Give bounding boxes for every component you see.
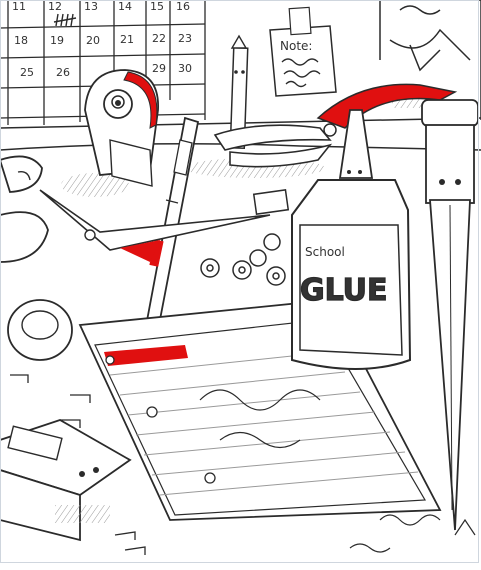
eraser-icon: [7, 299, 73, 361]
calendar-date: 20: [86, 34, 100, 47]
tally-marks: [53, 13, 77, 27]
glue-brand: School: [305, 245, 345, 259]
pushpin-icon: [266, 266, 286, 286]
desk-top: [0, 143, 481, 197]
calendar-date: 16: [176, 0, 190, 13]
pushpin-icon: [249, 249, 267, 267]
calendar-date: 15: [150, 0, 164, 13]
glue-product: GLUE: [300, 273, 388, 308]
scissors-icon: [0, 155, 271, 263]
note-title: Note:: [280, 39, 312, 53]
calendar-date: 30: [178, 62, 192, 75]
desk-scribbles: [349, 514, 476, 553]
calendar-date: 12: [48, 0, 62, 13]
calendar-date: 18: [14, 34, 28, 47]
paperclip-icon: [10, 374, 146, 555]
calendar-date: 25: [20, 66, 34, 79]
calendar-date: 13: [84, 0, 98, 13]
tape-dispenser-icon: [84, 69, 159, 187]
wall-calendar: 11 12 13 14 15 16 18 19 20 21 22 23 25 2…: [0, 0, 206, 125]
sticky-note: Note:: [269, 6, 337, 97]
pushpins: [200, 189, 290, 286]
pencil-icon: [421, 99, 479, 531]
pushpin-icon: [263, 233, 281, 251]
calendar-date: 11: [12, 0, 26, 13]
hole-punch-icon: [213, 83, 458, 168]
calendar-date: 19: [50, 34, 64, 47]
pushpin-icon: [200, 258, 220, 278]
glue-bottle-icon: School GLUE: [291, 109, 412, 370]
calendar-date: 23: [178, 32, 192, 45]
calendar-date: 22: [152, 32, 166, 45]
calendar-date: 29: [152, 62, 166, 75]
pushpin-icon: [232, 260, 252, 280]
small-pencil-icon: [229, 34, 249, 149]
calendar-dates: 11 12 13 14 15 16 18 19 20 21 22 23 25 2…: [12, 0, 192, 79]
calendar-date: 14: [118, 0, 132, 13]
stapler-icon: [0, 419, 132, 542]
calendar-date: 21: [120, 33, 134, 46]
calendar-date: 26: [56, 66, 70, 79]
